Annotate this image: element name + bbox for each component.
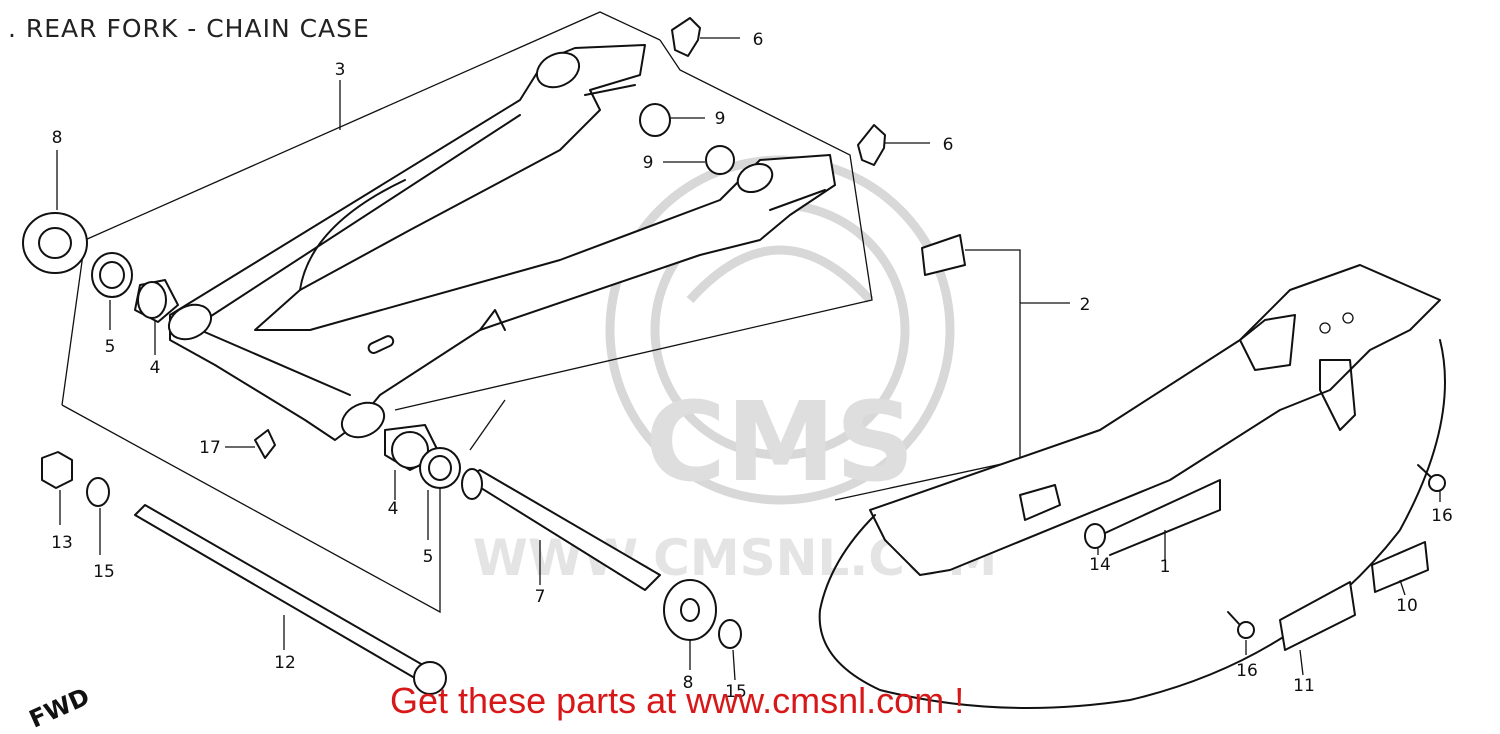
callout-15-right: 15 <box>725 682 747 702</box>
part-2-label <box>921 234 966 276</box>
part-11-label <box>1279 581 1356 651</box>
callout-8-right: 8 <box>683 673 694 693</box>
callout-16-lower: 16 <box>1236 661 1258 681</box>
part-6-chain-adjuster-lower <box>857 124 886 166</box>
part-15-washer-left <box>86 477 110 507</box>
callout-8-left: 8 <box>52 128 63 148</box>
part-7-pivot-collar <box>461 468 661 591</box>
part-16-bolt-upper <box>1417 464 1446 492</box>
part-9-collar-upper <box>639 103 671 137</box>
callout-9-upper: 9 <box>715 109 726 129</box>
callout-4-right: 4 <box>388 499 399 519</box>
part-17-grease-fitting <box>254 429 276 459</box>
callout-4-left: 4 <box>150 358 161 378</box>
callout-14: 14 <box>1089 555 1111 575</box>
callout-6-upper: 6 <box>753 30 764 50</box>
callout-13: 13 <box>51 533 73 553</box>
part-9-collar-lower <box>705 145 735 175</box>
callout-5-right: 5 <box>423 547 434 567</box>
callout-10: 10 <box>1396 596 1418 616</box>
callout-15-left: 15 <box>93 562 115 582</box>
part-1-chain-case <box>869 264 1441 576</box>
part-6-chain-adjuster-upper <box>671 17 701 57</box>
part-10-label <box>1371 541 1429 593</box>
leader-lines <box>56 37 1441 681</box>
callout-6-lower: 6 <box>943 135 954 155</box>
assembly-outline-rear-fork <box>61 11 1021 614</box>
part-8-bearing-right <box>663 579 717 641</box>
callout-17: 17 <box>199 438 221 458</box>
callout-2: 2 <box>1080 295 1091 315</box>
callout-7: 7 <box>535 587 546 607</box>
callout-5-left: 5 <box>105 337 116 357</box>
callout-11: 11 <box>1293 676 1315 696</box>
callout-9-lower: 9 <box>643 153 654 173</box>
callout-16-upper: 16 <box>1431 506 1453 526</box>
callouts: 1 2 3 4 4 5 5 6 6 7 8 8 9 9 10 11 12 13 … <box>51 30 1453 702</box>
drive-chain <box>818 339 1446 709</box>
callout-3: 3 <box>335 60 346 80</box>
part-4-bushing-left <box>134 279 179 323</box>
part-5-dust-seal-right <box>419 447 461 489</box>
callout-12: 12 <box>274 653 296 673</box>
diagram-title: . REAR FORK - CHAIN CASE <box>8 14 370 43</box>
part-12-pivot-bolt <box>134 504 447 695</box>
part-5-dust-seal-left <box>91 252 133 298</box>
part-16-bolt-lower <box>1227 611 1255 639</box>
rear-fork-swingarm <box>167 44 836 441</box>
part-8-bearing-left <box>22 212 88 274</box>
callout-1: 1 <box>1160 557 1171 577</box>
part-13-nut <box>41 451 73 489</box>
part-14-grommet <box>1084 523 1106 549</box>
part-15-washer-right <box>718 619 742 649</box>
footer-promo-text[interactable]: Get these parts at www.cmsnl.com ! <box>390 680 965 721</box>
watermark-logo-text: CMS <box>645 378 914 506</box>
